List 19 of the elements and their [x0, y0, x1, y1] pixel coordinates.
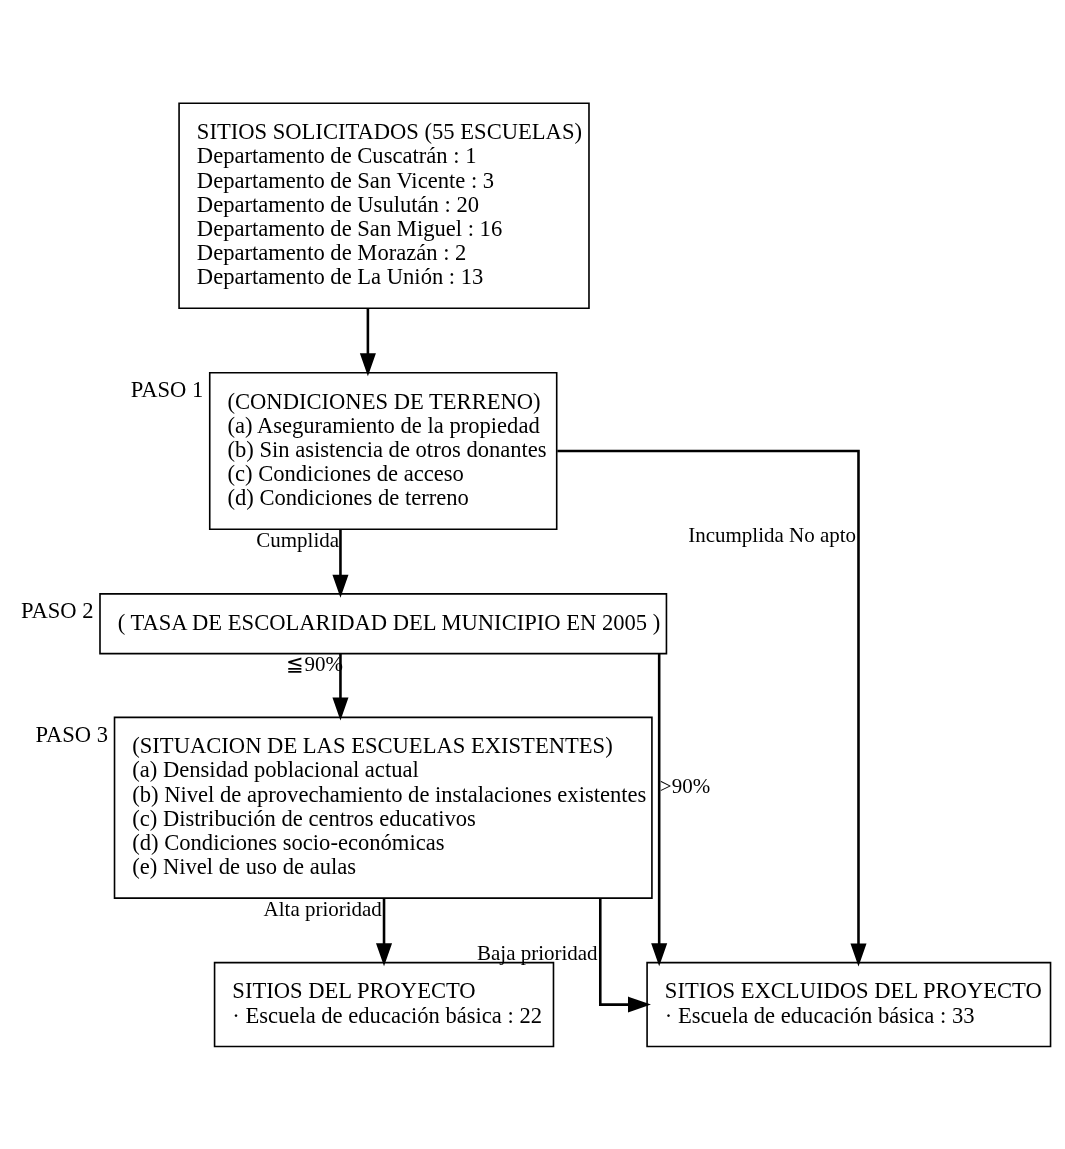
node-box: SITIOS EXCLUIDOS DEL PROYECTO · Escuela de educación básica : 33: [646, 961, 1052, 1048]
arrow: [332, 653, 349, 721]
node-box: (CONDICIONES DE TERRENO) (a) Aseguramiento de la propiedad (b) Sin asistencia de otros donantes (c) Condiciones de acceso (d) Condiciones de terreno: [208, 371, 558, 531]
arrow: [332, 529, 349, 598]
arrow: [557, 449, 867, 967]
edge-label: >90%: [659, 774, 711, 799]
node-label: PASO 2: [20, 598, 94, 624]
arrow: [599, 898, 651, 1013]
edge-label: Incumplida No apto: [688, 522, 857, 547]
edge-label: Alta prioridad: [263, 896, 382, 921]
arrow: [376, 898, 393, 967]
arrow: [359, 308, 376, 377]
node-box: ( TASA DE ESCOLARIDAD DEL MUNICIPIO EN 2005 ): [99, 593, 668, 655]
node-box: (SITUACION DE LAS ESCUELAS EXISTENTES) (a) Densidad poblacional actual (b) Nivel de aprovechamiento de instalaciones existentes (c) Distribución de centros educativos (d) Condiciones socio-económicas (e) Nivel de uso de aulas: [113, 716, 653, 899]
arrow: [651, 653, 668, 967]
node-label: PASO 1: [130, 377, 204, 403]
node-box: SITIOS SOLICITADOS (55 ESCUELAS) Departamento de Cuscatrán : 1 Departamento de San Vicente : 3 Departamento de Usulután : 20 Departamento de San Miguel : 16 Departamento de Morazán : 2 Departamento de La Unión : 13: [178, 102, 590, 310]
edge-label: Cumplida: [256, 528, 340, 553]
node-label: PASO 3: [35, 721, 109, 747]
